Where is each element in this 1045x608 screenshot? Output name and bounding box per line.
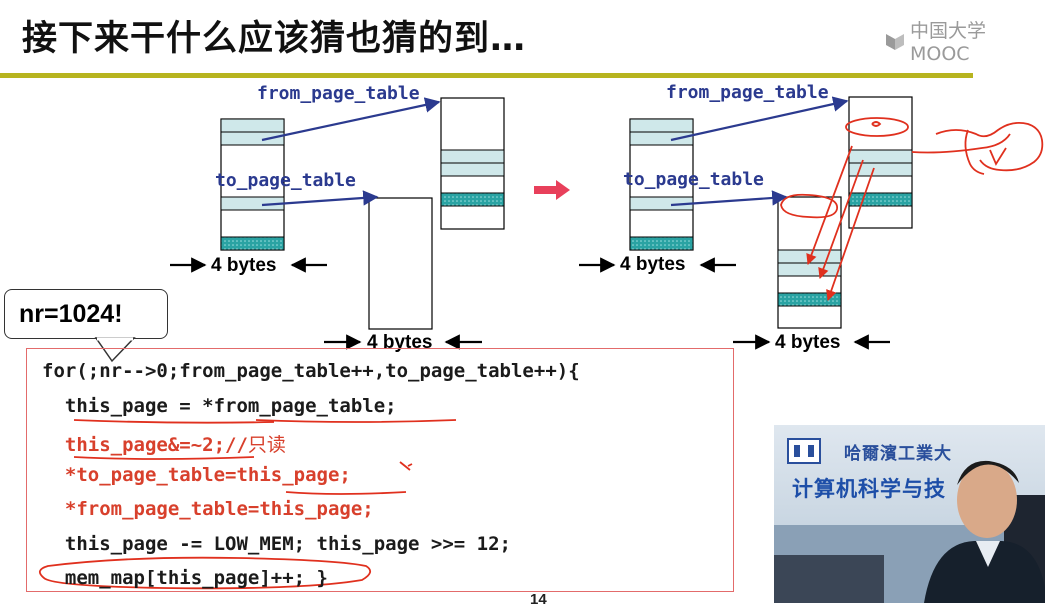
- code-line-2: this_page = *from_page_table;: [42, 395, 397, 417]
- webcam-college-name: 计算机科学与技: [792, 477, 946, 501]
- slide-page-number: 14: [530, 591, 547, 608]
- right-from-page-table-label: from_page_table: [666, 82, 829, 103]
- right-entry-size-label: 4 bytes: [620, 254, 686, 275]
- left-page-frame-top: [440, 97, 505, 230]
- right-to-pointer-arrow: [670, 190, 788, 207]
- handwritten-note-readonly: 只读: [247, 434, 286, 456]
- right-to-page-table-label: to_page_table: [623, 169, 764, 190]
- title-divider: [0, 73, 973, 78]
- callout-tail: [94, 337, 136, 363]
- right-from-pointer-arrow: [670, 96, 849, 142]
- nr-callout: nr=1024!: [4, 289, 168, 339]
- code-line-3: this_page&=~2;//只读: [42, 430, 286, 457]
- mooc-logo-text: 中国大学MOOC: [910, 20, 987, 65]
- code-line-1: for(;nr-->0;from_page_table++,to_page_ta…: [42, 360, 580, 382]
- right-page-frame-top: [848, 96, 913, 229]
- code-listing: [26, 348, 734, 592]
- code-line-6: this_page -= LOW_MEM; this_page >>= 12;: [42, 533, 511, 555]
- left-entry-size-label: 4 bytes: [211, 255, 277, 276]
- nr-callout-text: nr=1024!: [19, 299, 123, 328]
- university-logo-icon: [787, 438, 821, 464]
- webcam-overlay: 哈爾濱工業大 计算机科学与技: [774, 425, 1045, 603]
- left-from-page-table-label: from_page_table: [257, 83, 420, 104]
- slide-title: 接下来干什么应该猜也猜的到…: [22, 19, 527, 59]
- lecturer-figure: [774, 460, 1045, 603]
- left-page-size-label: 4 bytes: [367, 332, 433, 353]
- code-line-7: mem_map[this_page]++; }: [42, 567, 328, 589]
- right-page-frame-bottom: [777, 196, 842, 329]
- code-line-5: *from_page_table=this_page;: [42, 498, 374, 520]
- code-line-4: *to_page_table=this_page;: [42, 464, 351, 486]
- webcam-school-name: 哈爾濱工業大: [844, 444, 952, 464]
- transition-arrow: [534, 180, 570, 200]
- code-line-3-text: this_page&=~2;//: [42, 434, 248, 456]
- left-to-page-table-label: to_page_table: [215, 170, 356, 191]
- mooc-logo-icon: [884, 30, 906, 52]
- mooc-watermark: 中国大学MOOC: [884, 16, 1045, 65]
- left-page-frame-bottom: [368, 197, 433, 330]
- right-page-size-label: 4 bytes: [775, 332, 841, 353]
- left-from-pointer-arrow: [261, 97, 441, 142]
- left-to-pointer-arrow: [261, 190, 379, 207]
